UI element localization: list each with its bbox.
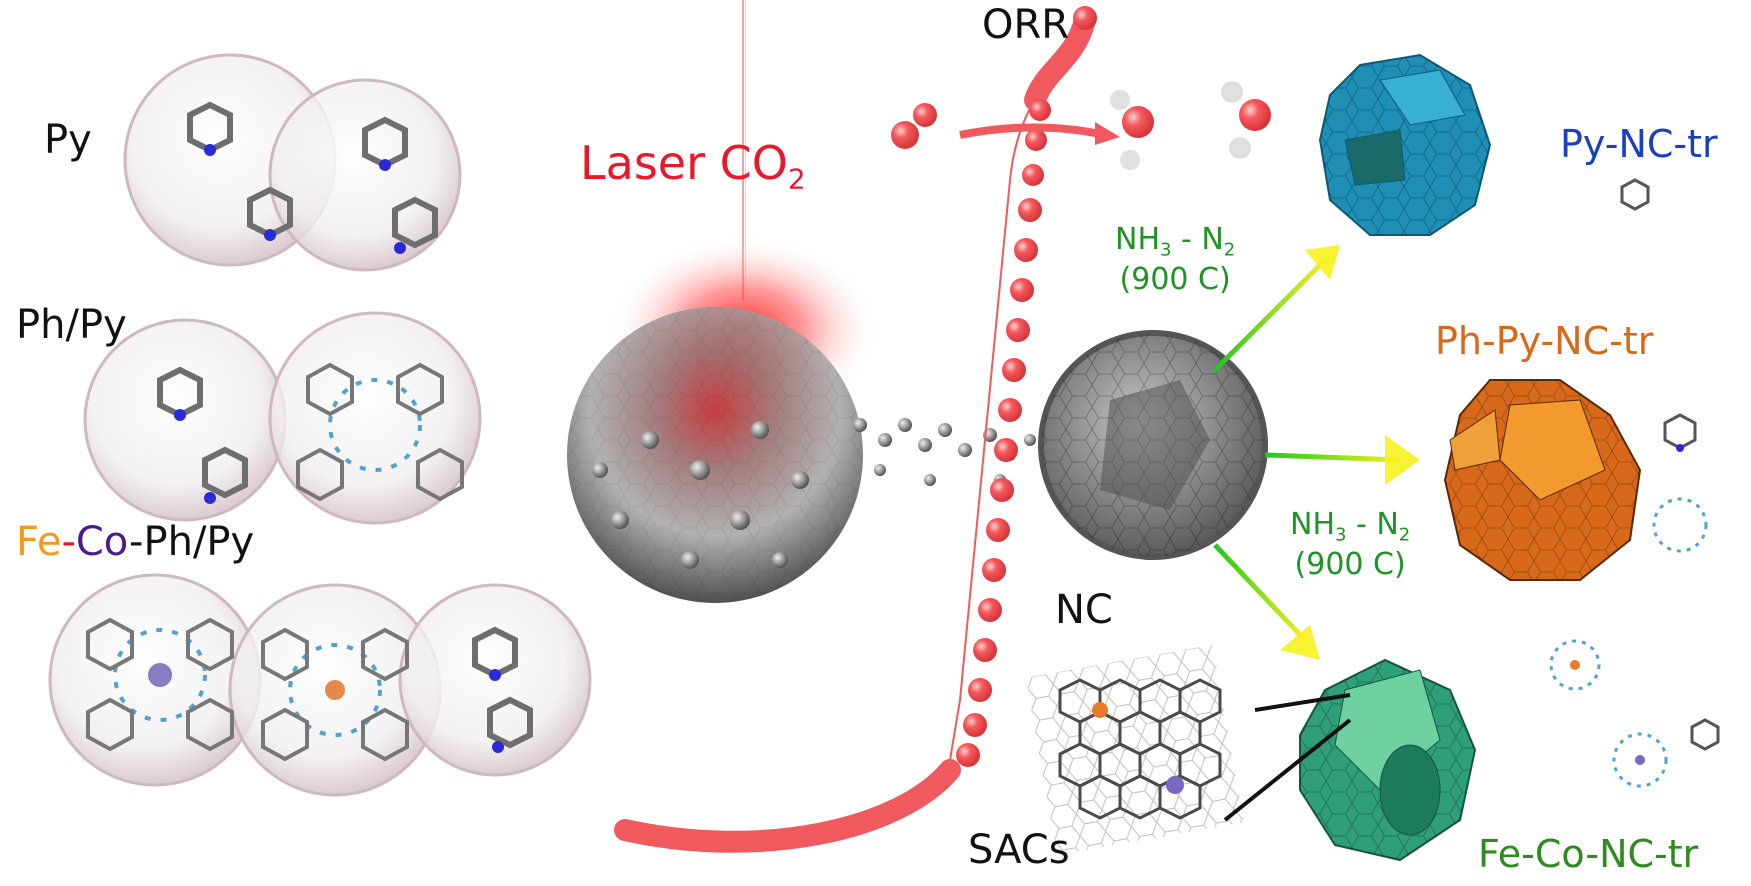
- phpy-text: -Ph/Py: [129, 519, 255, 565]
- treatment-lower: NH3 - N2 (900 C): [1290, 507, 1411, 583]
- process-arrows: [1213, 245, 1420, 660]
- precursor-label-phpy: Ph/Py: [16, 302, 127, 348]
- fecophpy-bubbles: [48, 573, 592, 797]
- dash-text: -: [61, 519, 76, 565]
- ablated-carbon-cluster: [567, 307, 1036, 603]
- fe-text: Fe: [16, 519, 62, 565]
- co-text: Co: [75, 519, 130, 565]
- sacs-graphene-lattice: [1025, 644, 1352, 856]
- product-label-ph-py-nc-tr: Ph-Py-NC-tr: [1435, 319, 1654, 363]
- phpy-bubbles: [83, 311, 482, 525]
- nc-particle: [1038, 330, 1268, 560]
- py-bubbles: [123, 53, 462, 272]
- laser-co2-label: Laser CO2: [580, 140, 806, 193]
- laser-sub: 2: [787, 162, 806, 196]
- fe-single-atom: [1092, 702, 1108, 718]
- orr-label: ORR: [982, 2, 1070, 48]
- treatment-upper: NH3 - N2 (900 C): [1115, 222, 1236, 298]
- fe-co-nc-tr-particle: [1299, 658, 1477, 862]
- product-molecule-icons: [1549, 178, 1720, 788]
- py-nc-tr-particle: [1318, 53, 1492, 236]
- laser-text: Laser CO: [580, 136, 788, 190]
- phthalocyanine-molecule: [296, 362, 464, 502]
- product-label-py-nc-tr: Py-NC-tr: [1560, 122, 1718, 166]
- pyridine-molecule: [187, 101, 438, 254]
- orr-bead-chain: [614, 6, 1097, 853]
- precursor-label-fecophpy: Fe-Co-Ph/Py: [16, 522, 254, 562]
- ph-py-nc-tr-particle: [1443, 379, 1642, 581]
- product-label-fe-co-nc-tr: Fe-Co-NC-tr: [1478, 832, 1699, 876]
- nc-label: NC: [1055, 587, 1113, 633]
- sacs-label: SACs: [968, 827, 1070, 873]
- co-single-atom: [1166, 776, 1184, 794]
- co-atom: [148, 663, 172, 687]
- fe-atom: [325, 680, 345, 700]
- orr-reaction: [891, 81, 1271, 170]
- precursor-label-py: Py: [44, 117, 92, 163]
